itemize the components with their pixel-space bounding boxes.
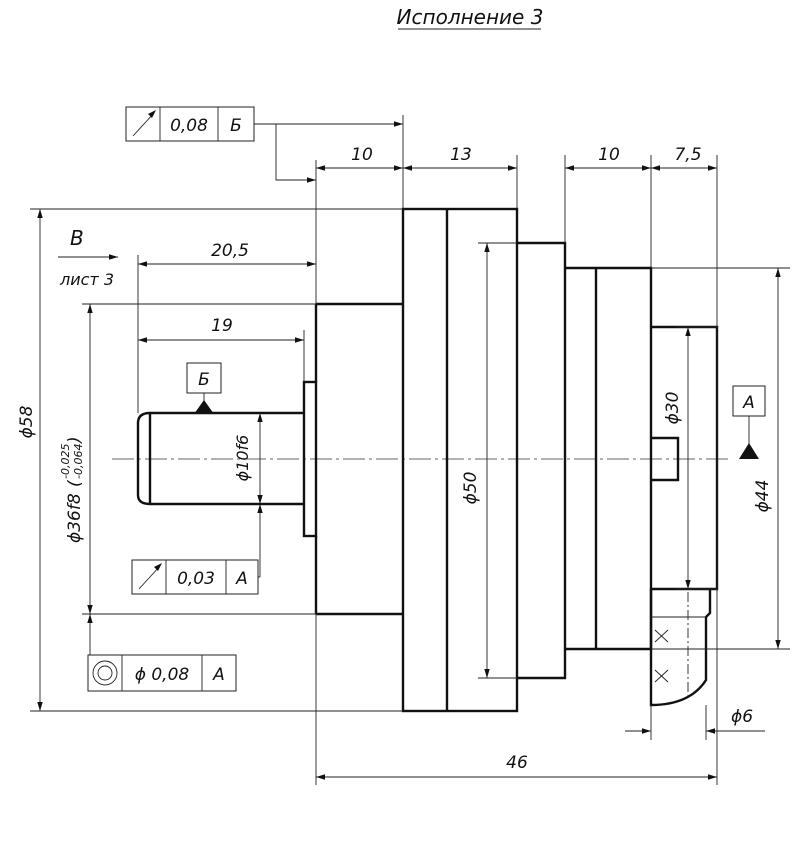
tolerance-1-value: 0,08: [170, 116, 208, 136]
dim-dia30: ϕ30: [663, 392, 683, 425]
tolerance-frame-1: 0,08 Б: [125, 106, 403, 183]
part-outline: [136, 207, 719, 713]
dim-19: 19: [211, 316, 233, 336]
bolt-detail-lines: [651, 592, 706, 700]
dim-dia36-group: ϕ36f8 ( -0,025 -0,064 ): [59, 436, 85, 543]
tolerance-2-value: 0,03: [177, 569, 215, 589]
datum-b-label: Б: [198, 370, 210, 390]
tol-close-paren: ): [65, 436, 85, 445]
dim-13: 13: [450, 145, 472, 165]
datum-a-triangle-icon: [739, 443, 759, 459]
dim-7-5: 7,5: [674, 145, 701, 165]
tolerance-3-datum: А: [212, 665, 225, 685]
dim-20-5: 20,5: [211, 241, 249, 261]
dimension-lines: [37, 165, 781, 780]
runout-arrow-icon: [132, 110, 156, 137]
dim-6: ϕ6: [731, 707, 753, 727]
datum-a: А: [732, 385, 766, 459]
dim-10-right: 10: [598, 145, 620, 165]
dim-dia50: ϕ50: [461, 472, 481, 505]
tol-lower: -0,064: [72, 444, 85, 479]
tolerance-3-value: ϕ 0,08: [135, 665, 190, 685]
tolerance-1-datum: Б: [230, 116, 242, 136]
concentricity-icon: [92, 660, 118, 686]
dim-46: 46: [506, 753, 528, 773]
dim-dia10: ϕ10f6: [233, 435, 252, 482]
dim-10-left: 10: [351, 145, 373, 165]
runout-arrow-icon: [138, 563, 162, 590]
dim-dia44: ϕ44: [753, 480, 773, 513]
datum-a-label: А: [742, 393, 755, 413]
tolerance-frame-3: ϕ 0,08 А: [87, 614, 237, 692]
tol-upper: -0,025: [59, 444, 72, 479]
tolerance-2-datum: А: [235, 569, 248, 589]
dim-dia58: ϕ58: [17, 405, 37, 438]
datum-b-triangle-icon: [194, 400, 214, 414]
tol-open-paren: (: [65, 479, 85, 487]
view-sheet-ref: лист 3: [59, 270, 114, 289]
dim-dia36: ϕ36f8: [65, 493, 85, 543]
datum-b: Б: [186, 362, 222, 414]
tolerance-frame-2: 0,03 А: [131, 504, 263, 595]
view-letter: В: [70, 226, 84, 250]
drawing-title: Исполнение 3: [397, 5, 544, 29]
